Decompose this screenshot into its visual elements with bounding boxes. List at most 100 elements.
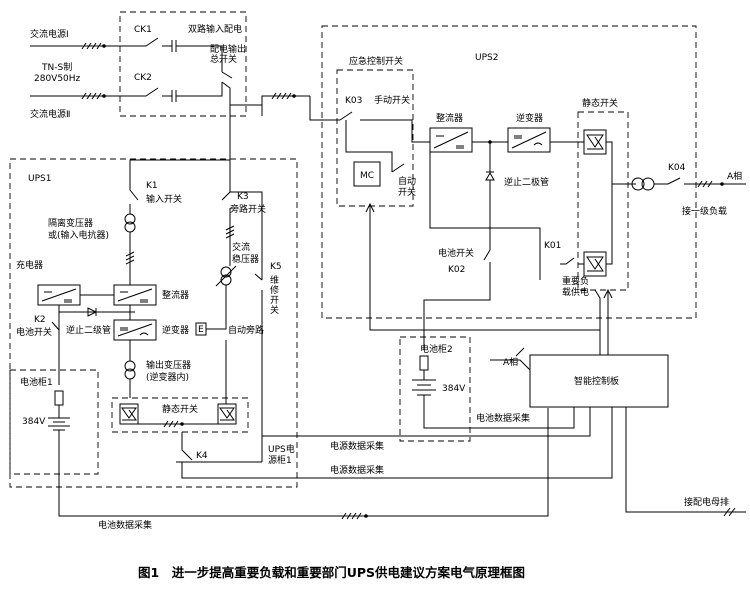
out-main-switch-label-1: 配电输出 bbox=[210, 43, 246, 55]
static-switch-ups2-bus bbox=[606, 141, 636, 265]
battery-data-ticks bbox=[341, 512, 362, 520]
k5-wire bbox=[230, 191, 263, 280]
ck2-label: CK2 bbox=[134, 73, 152, 83]
svg-text:开: 开 bbox=[270, 295, 279, 306]
static-switch-ups2-bottom bbox=[583, 251, 607, 277]
static-switch-label-ups1: 静态开关 bbox=[162, 403, 198, 415]
k5-vertical-label: 维 修 开 关 bbox=[270, 274, 279, 316]
phase-a-label-ctrl: A相 bbox=[503, 356, 518, 368]
auto-switch-label-1: 自动 bbox=[398, 175, 416, 187]
static-switch-ups1-left bbox=[119, 403, 139, 425]
busbar-label: 接配电母排 bbox=[684, 496, 729, 508]
power-data-line-1 bbox=[262, 407, 591, 437]
k3-desc: 旁路开关 bbox=[230, 203, 266, 215]
iso-ticks bbox=[125, 251, 135, 265]
k01-feed bbox=[429, 142, 541, 280]
iso-transformer-label-2: 或(输入电抗器) bbox=[48, 229, 109, 241]
battery-cabinet-1-title: 电池柜1 bbox=[20, 376, 53, 388]
auto-bypass-label: 自动旁路 bbox=[228, 324, 264, 336]
ups2-title: UPS2 bbox=[475, 53, 498, 63]
battery-data-label-ctrl: 电池数据采集 bbox=[476, 412, 530, 424]
k4-label: K4 bbox=[196, 451, 208, 461]
busbar-line bbox=[625, 407, 746, 513]
class1-load-label: 接一级负载 bbox=[682, 205, 727, 217]
ac-source-1-label: 交流电源Ⅰ bbox=[30, 28, 69, 40]
out-transformer-label-2: (逆变器内) bbox=[146, 371, 189, 383]
ups1-output-wire bbox=[176, 432, 262, 470]
static-switch-ups2-top bbox=[583, 129, 607, 155]
blocking-diode-ups2 bbox=[485, 142, 495, 250]
dual-input-label: 双路输入配电 bbox=[188, 23, 242, 35]
battery-1-fuse bbox=[54, 390, 64, 406]
controller-to-static bbox=[594, 289, 601, 355]
ups2-out-transformer-coil-1 bbox=[631, 177, 645, 191]
out-main-switch-label-2: 总开关 bbox=[210, 53, 237, 65]
important-load-label-2: 载供电 bbox=[562, 286, 589, 298]
battery-switch-label-ups2: 电池开关 bbox=[438, 247, 474, 259]
k1-desc: 输入开关 bbox=[146, 193, 182, 205]
ups1-title: UPS1 bbox=[28, 174, 51, 184]
main-bus-ticks bbox=[271, 92, 292, 100]
mc-box bbox=[353, 161, 381, 187]
battery-2-voltage: 384V bbox=[442, 384, 466, 394]
k01-label: K01 bbox=[544, 241, 561, 251]
k01-switch bbox=[560, 257, 584, 265]
svg-text:维: 维 bbox=[270, 274, 279, 286]
ups2-box bbox=[321, 25, 697, 319]
rectifier-label-ups1: 整流器 bbox=[162, 289, 189, 301]
important-load-label-1: 重要负 bbox=[562, 275, 589, 287]
blocking-diode-label-ups1: 逆止二级管 bbox=[66, 324, 111, 336]
main-bus-to-ups2 bbox=[261, 95, 310, 105]
battery-data-line-2 bbox=[423, 407, 575, 429]
ups-cabinet-label-1: UPS电 bbox=[268, 443, 295, 455]
k3-switch bbox=[221, 191, 231, 266]
svg-text:修: 修 bbox=[270, 284, 279, 296]
source-1-ticks bbox=[81, 42, 102, 50]
smart-control-board bbox=[529, 354, 669, 408]
ck1-label: CK1 bbox=[134, 25, 152, 35]
k1-switch bbox=[129, 185, 139, 214]
auto-bypass-e: E bbox=[198, 325, 204, 335]
ac-reg-label-1: 交流 bbox=[232, 241, 250, 253]
k04-label: K04 bbox=[668, 163, 686, 173]
k2-desc: 电池开关 bbox=[16, 326, 52, 338]
controller-to-mc bbox=[369, 206, 600, 331]
battery-data-line-1 bbox=[58, 408, 549, 517]
iso-transformer-coil-1 bbox=[124, 213, 136, 225]
k04-ticks bbox=[697, 180, 713, 188]
smart-control-board-label: 智能控制板 bbox=[574, 375, 619, 387]
static-switch-box-ups1 bbox=[111, 397, 249, 433]
static-switch-box-ups2 bbox=[577, 111, 629, 291]
auto-bypass-switch bbox=[206, 318, 227, 404]
battery-1-cells bbox=[48, 405, 70, 450]
voltage-label: 280V50Hz bbox=[34, 74, 81, 84]
k2-label: K2 bbox=[34, 315, 46, 325]
distribution-box bbox=[119, 11, 247, 117]
battery-data-label-bottom: 电池数据采集 bbox=[98, 519, 152, 531]
emergency-switch-box bbox=[336, 69, 414, 207]
static-switch-ups1-right bbox=[217, 403, 237, 425]
k3-label: K3 bbox=[237, 192, 249, 202]
blocking-diode-ups1 bbox=[87, 307, 98, 317]
tns-label: TN-S制 bbox=[41, 61, 72, 73]
auto-switch-label-2: 开关 bbox=[398, 186, 416, 198]
phase-a-label-out: A相 bbox=[727, 170, 742, 182]
mc-label: MC bbox=[360, 171, 374, 181]
battery-cabinet-1-box bbox=[9, 369, 99, 475]
blocking-diode-label-ups2: 逆止二极管 bbox=[504, 176, 549, 188]
battery-2-fuse bbox=[419, 355, 429, 371]
trunk-to-ups1 bbox=[129, 105, 231, 185]
rectifier-label-ups2: 整流器 bbox=[436, 112, 463, 124]
out-transformer-label-1: 输出变压器 bbox=[146, 359, 191, 371]
power-data-line-2 bbox=[181, 407, 613, 479]
k5-switch bbox=[254, 273, 263, 462]
battery-cabinet-2-title: 电池柜2 bbox=[420, 343, 453, 355]
rectifier-to-inverter bbox=[114, 305, 135, 320]
ac-source-2-label: 交流电源Ⅱ bbox=[30, 108, 70, 120]
inverter-label-ups2: 逆变器 bbox=[516, 112, 543, 124]
source-2-ticks bbox=[81, 92, 102, 100]
phase-a-sense bbox=[490, 359, 531, 371]
ups-cabinet-label-2: 源柜1 bbox=[268, 454, 292, 466]
svg-text:关: 关 bbox=[270, 304, 279, 316]
emerg-switch-title: 应急控制开关 bbox=[349, 55, 403, 67]
